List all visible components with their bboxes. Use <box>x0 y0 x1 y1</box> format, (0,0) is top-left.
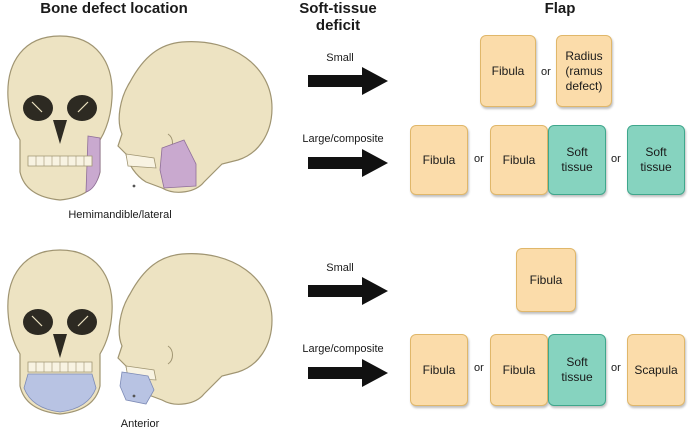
arrow-right-icon <box>308 277 388 305</box>
label-small: Small <box>326 52 354 64</box>
flap-fibula: Fibula <box>410 125 468 195</box>
flap-fibula: Fibula <box>480 35 536 107</box>
or-label: or <box>611 153 621 165</box>
label-large-composite: Large/composite <box>302 133 384 145</box>
header-flap: Flap <box>544 0 576 17</box>
arrow-right-icon <box>308 359 388 387</box>
flap-fibula: Fibula <box>490 334 548 406</box>
or-label: or <box>474 362 484 374</box>
caption-anterior: Anterior <box>120 418 160 430</box>
arrow-right-icon <box>308 149 388 177</box>
label-small: Small <box>326 262 354 274</box>
flap-fibula: Fibula <box>410 334 468 406</box>
flap-fibula: Fibula <box>490 125 548 195</box>
caption-hemimandible-lateral: Hemimandible/lateral <box>68 209 172 221</box>
flap-scapula: Scapula <box>627 334 685 406</box>
flap-fibula: Fibula <box>516 248 576 312</box>
or-label: or <box>611 362 621 374</box>
skull-front-lateral-icon <box>7 35 113 201</box>
or-label: or <box>474 153 484 165</box>
skull-side-lateral-icon <box>117 41 273 193</box>
flap-soft-tissue: Soft tissue <box>548 125 606 195</box>
flap-soft-tissue: Soft tissue <box>627 125 685 195</box>
header-bone-defect-location: Bone defect location <box>40 0 188 17</box>
label-large-composite: Large/composite <box>302 343 384 355</box>
or-label: or <box>541 66 551 78</box>
flap-radius: Radius (ramus defect) <box>556 35 612 107</box>
skull-front-anterior-icon <box>7 249 113 415</box>
arrow-right-icon <box>308 67 388 95</box>
skull-side-anterior-icon <box>117 253 273 405</box>
header-soft-tissue-deficit: Soft-tissue deficit <box>299 0 377 34</box>
flap-soft-tissue: Soft tissue <box>548 334 606 406</box>
